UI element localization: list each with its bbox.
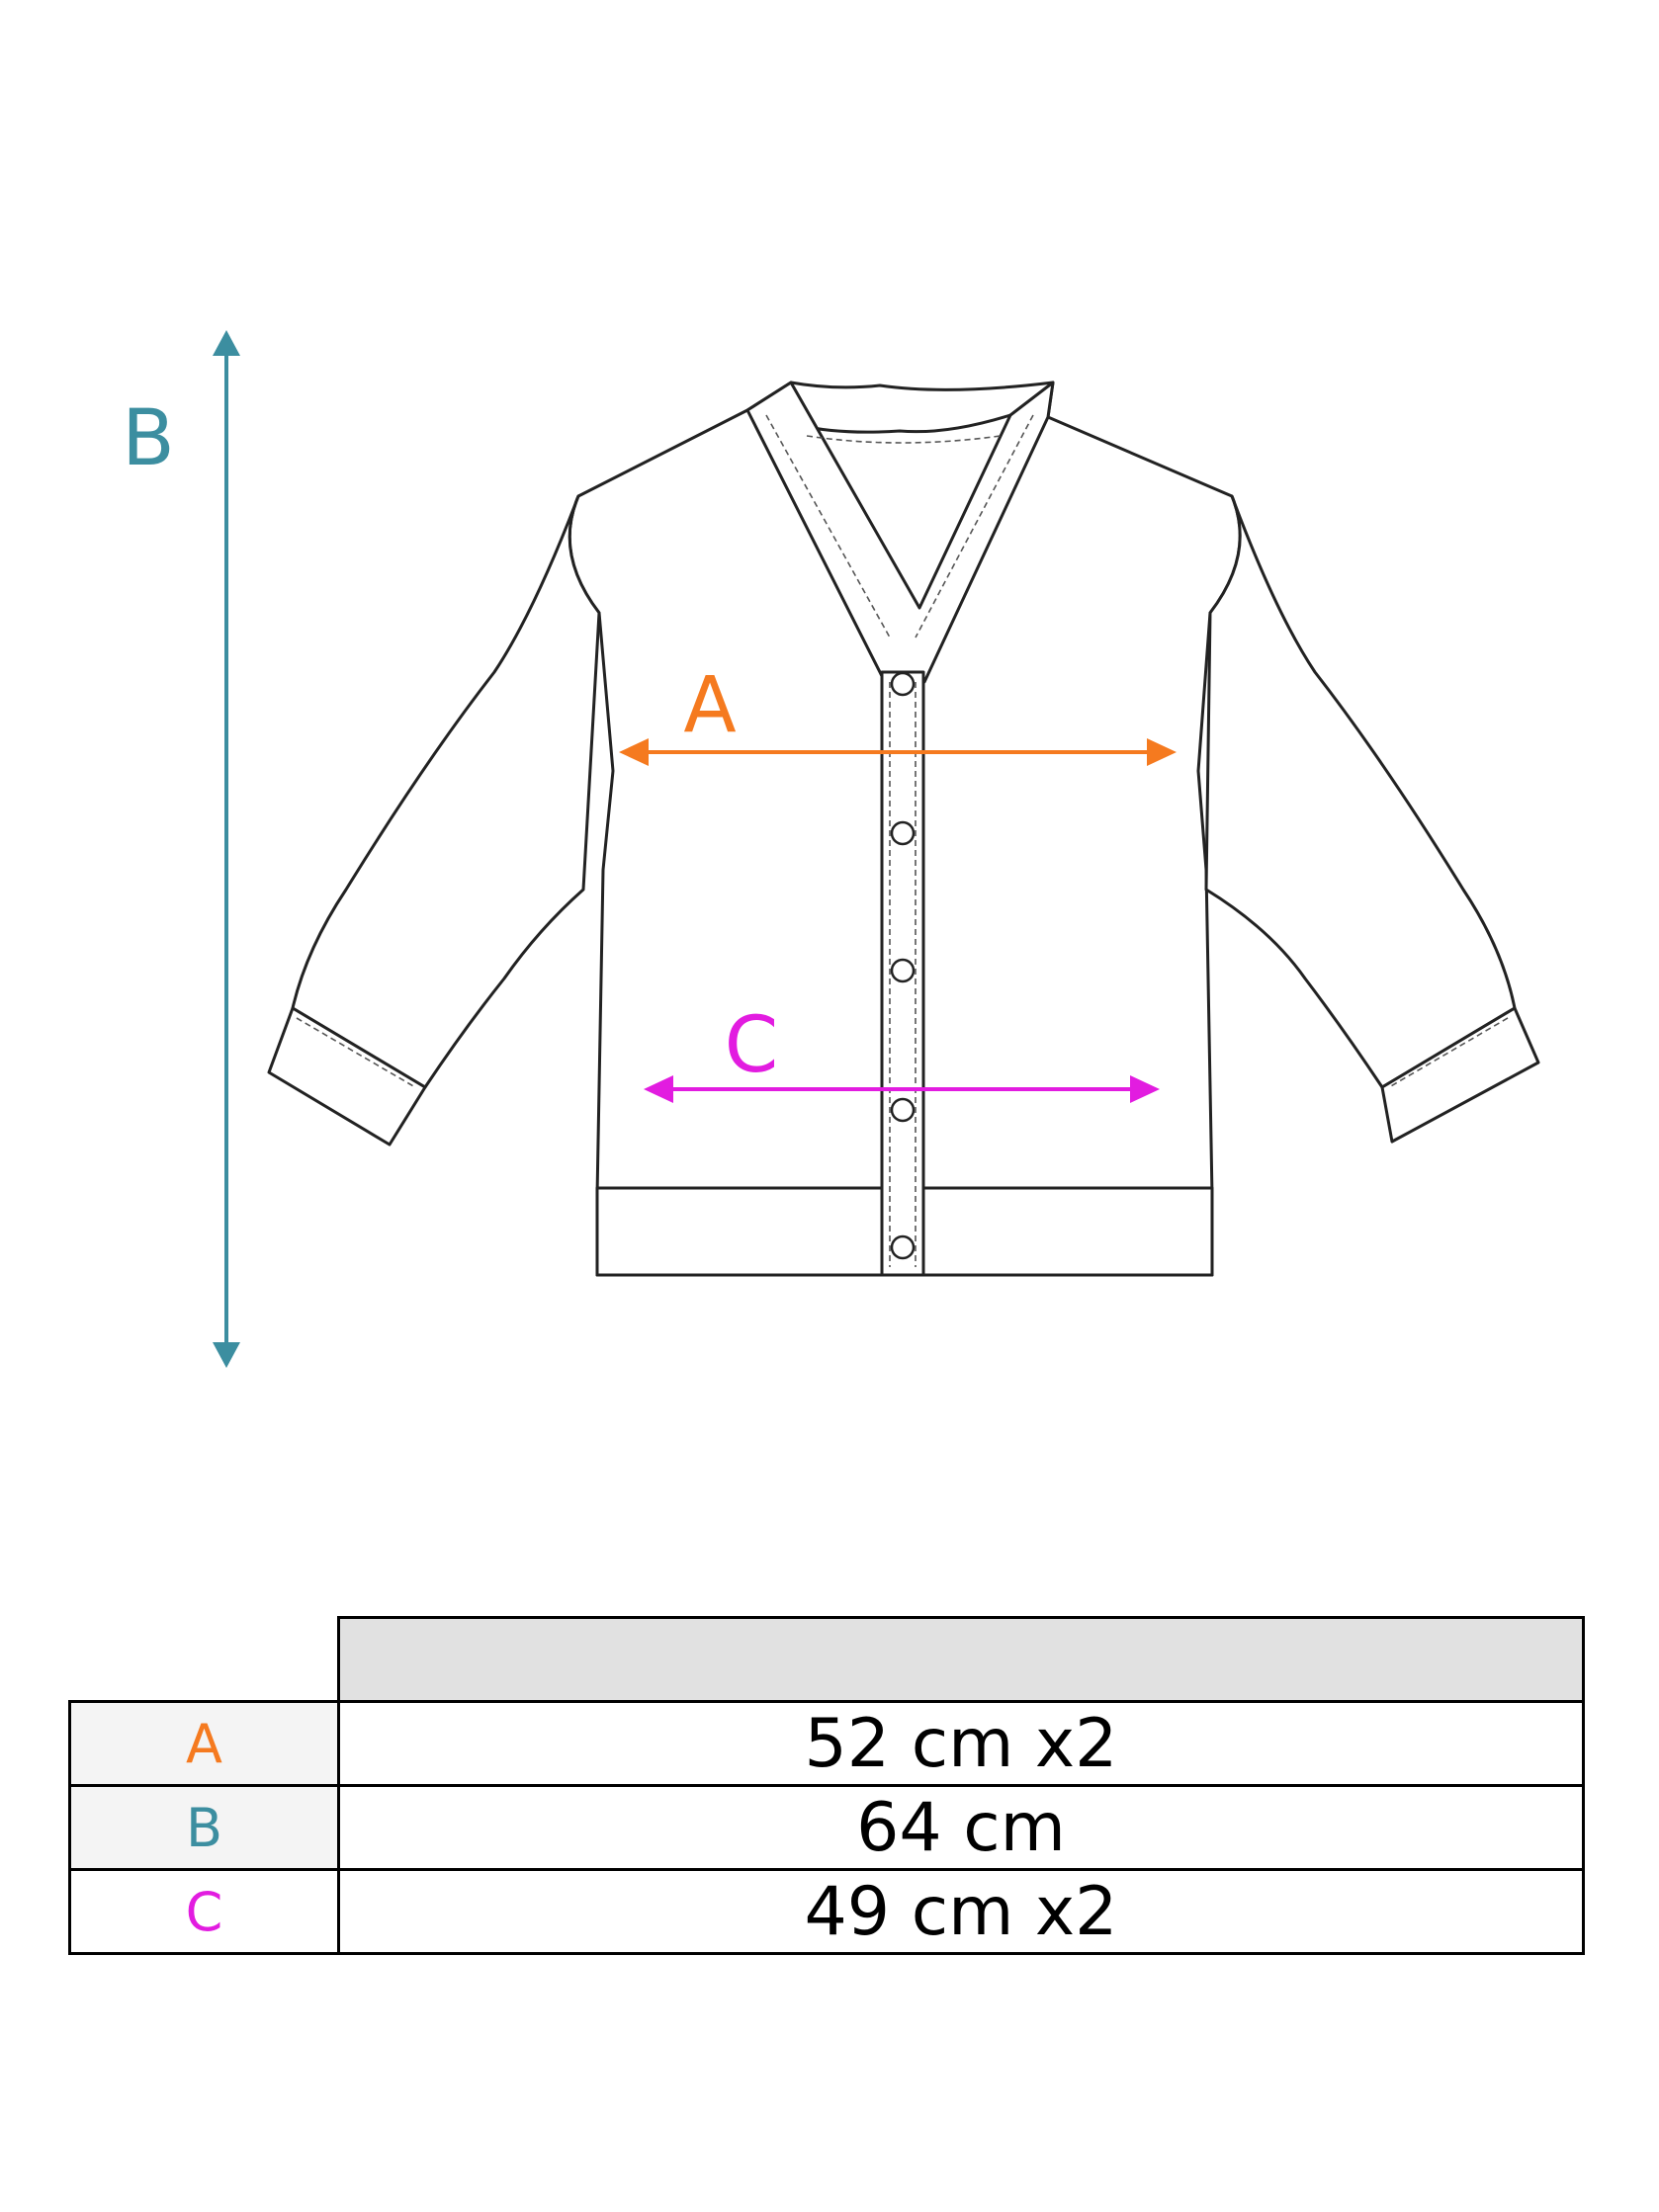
table-header-cell [337,1616,1585,1703]
right-sleeve [1204,494,1517,1089]
button [890,1097,916,1123]
row-key-c: C [68,1868,340,1955]
cardigan-measurement-diagram: A C B [122,330,1540,1368]
measure-c-arrow-left [644,1075,673,1103]
measure-c-arrow-right [1130,1075,1160,1103]
stitching [296,414,1509,1267]
table-row: A 52 cm x2 [68,1700,1585,1787]
left-cuff [267,1006,427,1147]
buttons [890,671,916,1260]
table-row: B 64 cm [68,1784,1585,1871]
measure-a: A [619,661,1177,766]
left-sleeve [291,494,601,1089]
button [890,820,916,846]
button [890,671,916,697]
right-cuff [1380,1006,1540,1144]
table-row: C 49 cm x2 [68,1868,1585,1955]
measure-c-label: C [725,1001,778,1090]
row-key-a: A [68,1700,340,1787]
row-key-b: B [68,1784,340,1871]
button [890,1234,916,1260]
measure-a-label: A [683,661,736,750]
size-table: A 52 cm x2 B 64 cm C 49 cm x2 [68,1616,1585,1955]
measure-b-arrow-bottom [213,1342,240,1368]
measure-b-label: B [122,394,175,483]
row-value-b: 64 cm [337,1784,1585,1871]
table-header-row [68,1616,1585,1703]
row-value-a: 52 cm x2 [337,1700,1585,1787]
measure-b-arrow-top [213,330,240,356]
measure-a-arrow-left [619,738,649,766]
measure-c: C [644,1001,1160,1103]
measure-a-arrow-right [1147,738,1177,766]
measure-b: B [122,330,240,1368]
row-value-c: 49 cm x2 [337,1868,1585,1955]
button [890,958,916,983]
